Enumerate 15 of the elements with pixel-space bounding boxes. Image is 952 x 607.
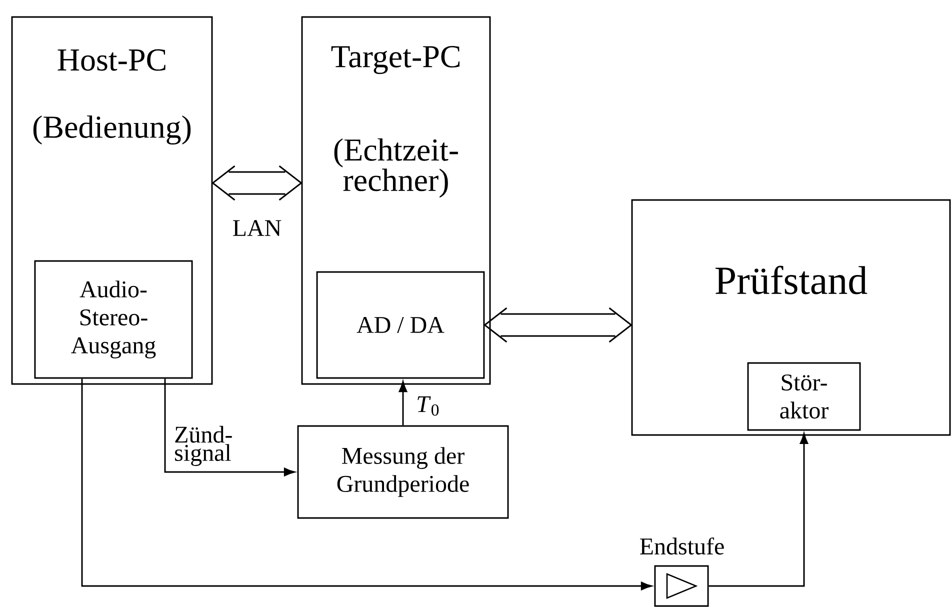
arrow [708,433,808,587]
bus-arrow [484,307,632,343]
bus-arrow [212,165,302,201]
edge-label: LAN [231,218,283,238]
amplifier-label: Endstufe [640,537,724,555]
audio-box: Audio- Stereo- Ausgang [34,260,193,379]
actuator-box: Stör- aktor [747,362,861,431]
arrow [81,378,652,590]
edge-label: T$_{0}$ [414,395,442,417]
arrow [164,378,295,476]
converter-box: AD / DA [316,271,485,379]
edge-label: Zünd- signal [175,426,232,466]
amplifier-box [654,565,709,607]
measurement-box: Messung der Grundperiode [297,425,509,519]
arrow [398,381,408,426]
